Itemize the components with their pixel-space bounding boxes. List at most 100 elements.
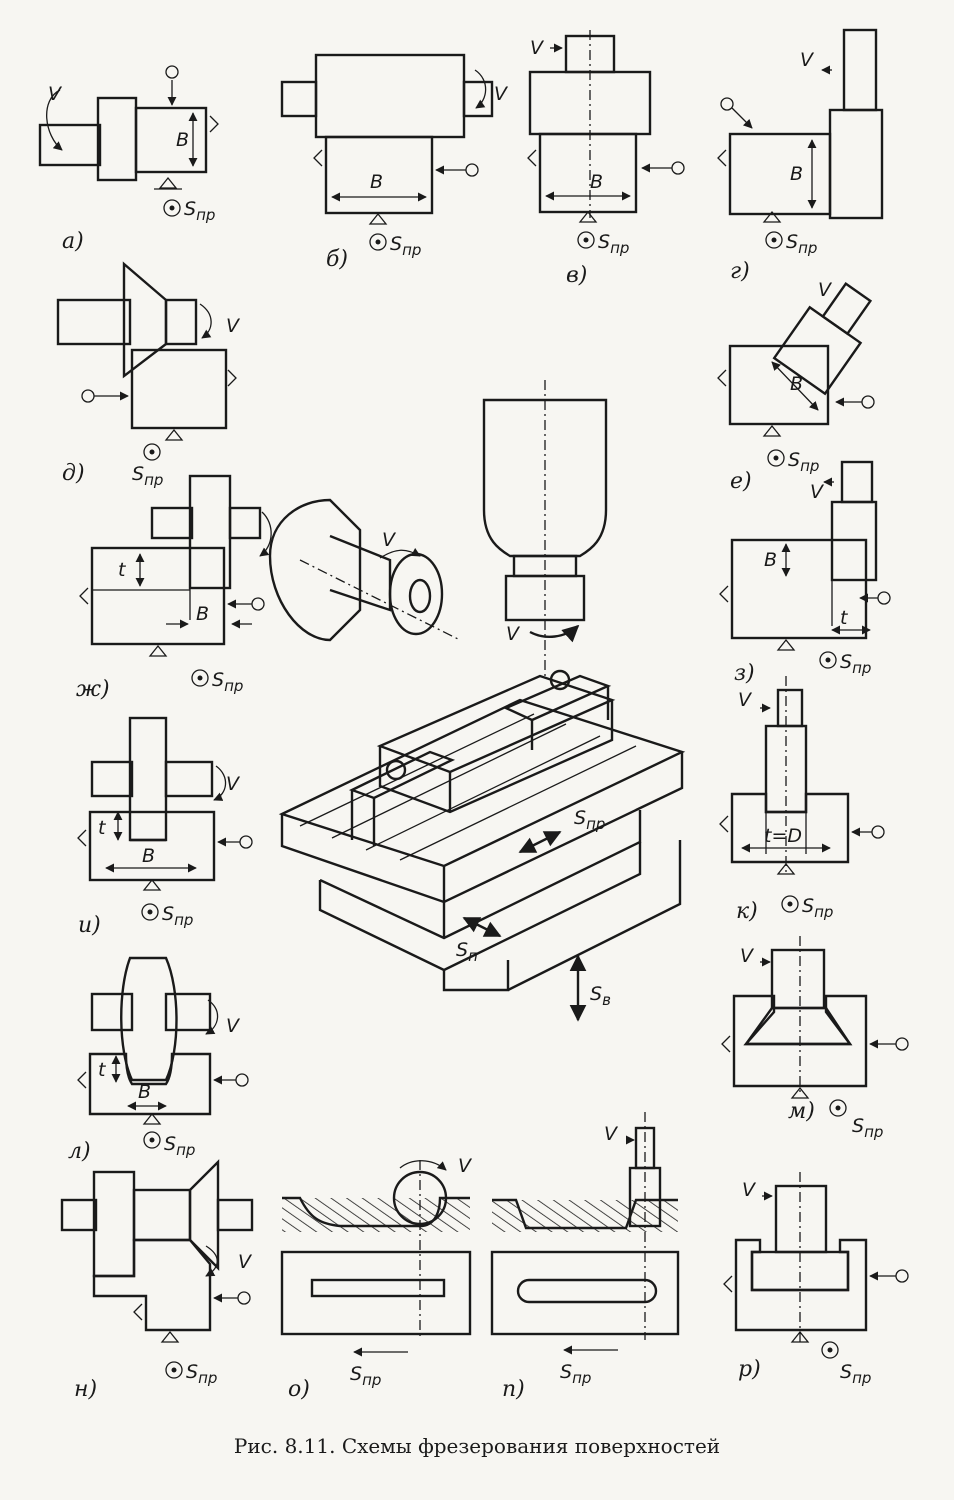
svg-text:t: t xyxy=(98,817,107,839)
panel-b: V B Sпр б) xyxy=(280,53,509,272)
panel-e-workpiece xyxy=(728,344,830,426)
panel-a-width-label: B xyxy=(176,129,189,151)
panel-p-workpiece-plan xyxy=(490,1250,680,1336)
svg-text:V: V xyxy=(458,1155,473,1177)
svg-text:Sпр: Sпр xyxy=(212,669,243,695)
svg-text:Sпр: Sпр xyxy=(788,449,819,475)
svg-text:t: t xyxy=(98,1059,107,1081)
machine-table xyxy=(278,698,686,868)
saddle xyxy=(319,810,642,940)
panel-k: V t=D Sпр к) xyxy=(719,676,885,924)
panel-a-feed-label: Sпр xyxy=(184,198,215,224)
svg-text:V: V xyxy=(238,1251,253,1273)
panel-i: V t B Sпр и) xyxy=(77,716,253,938)
panel-n: V Sпр н) xyxy=(60,1159,254,1402)
svg-text:V: V xyxy=(818,279,833,301)
svg-text:B: B xyxy=(764,549,777,571)
panel-n-cutter-set xyxy=(132,1188,192,1242)
svg-text:Sпр: Sпр xyxy=(598,231,629,257)
svg-text:V: V xyxy=(740,945,755,967)
svg-text:V: V xyxy=(382,529,397,551)
svg-text:Sпр: Sпр xyxy=(840,651,871,677)
svg-text:V: V xyxy=(742,1179,757,1201)
panel-o-workpiece-plan xyxy=(280,1250,472,1336)
panel-r-workpiece xyxy=(734,1238,868,1332)
panel-z-label: з) xyxy=(734,661,755,686)
panel-b-label: б) xyxy=(326,247,348,272)
svg-text:t: t xyxy=(840,607,849,629)
shell-end-mill xyxy=(504,574,586,622)
svg-text:Sпр: Sпр xyxy=(162,903,193,929)
svg-text:t: t xyxy=(118,559,127,581)
panel-r: V Sпр р) xyxy=(723,1172,909,1387)
svg-text:V: V xyxy=(226,1015,241,1037)
svg-text:B: B xyxy=(790,163,803,185)
svg-text:V: V xyxy=(604,1123,619,1145)
panel-e-label: е) xyxy=(730,469,752,494)
svg-text:Sпр: Sпр xyxy=(852,1115,883,1141)
panel-zh-label: ж) xyxy=(76,677,110,702)
panel-a-arbor xyxy=(38,123,102,167)
panel-i-label: и) xyxy=(78,913,101,938)
panel-o: V Sпр о) xyxy=(280,1155,473,1402)
panel-l-label: л) xyxy=(68,1139,91,1164)
panel-d-workpiece xyxy=(130,348,228,430)
svg-text:B: B xyxy=(790,373,803,395)
panel-v-workpiece xyxy=(538,132,638,214)
svg-text:V: V xyxy=(226,773,241,795)
svg-text:V: V xyxy=(226,315,241,337)
svg-text:B: B xyxy=(370,171,383,193)
svg-text:B: B xyxy=(590,171,603,193)
panel-zh: t B Sпр ж) xyxy=(76,474,272,702)
svg-text:V: V xyxy=(800,49,815,71)
svg-text:Sпр: Sпр xyxy=(164,1133,195,1159)
panel-n-workpiece xyxy=(92,1238,212,1332)
panel-k-label: к) xyxy=(736,899,758,924)
svg-text:V: V xyxy=(530,37,545,59)
panel-zh-workpiece xyxy=(90,546,226,646)
panel-a-workpiece xyxy=(134,106,208,174)
panel-a-cutter xyxy=(96,96,138,182)
panel-a-velocity-label: V xyxy=(48,83,63,105)
panel-g-cutter xyxy=(828,108,884,220)
svg-text:V: V xyxy=(738,689,753,711)
panel-m-workpiece xyxy=(732,994,868,1088)
svg-text:Sпр: Sпр xyxy=(350,1363,381,1389)
svg-text:B: B xyxy=(138,1081,151,1103)
panel-e-cutter xyxy=(772,305,863,396)
panel-d: V Sпр д) xyxy=(56,261,241,489)
svg-text:V: V xyxy=(506,623,521,645)
machine-illustration: V V Sпр Sп xyxy=(268,380,686,1022)
figure-caption: Рис. 8.11. Схемы фрезерования поверхност… xyxy=(233,1434,721,1458)
panel-z-workpiece xyxy=(730,538,868,640)
svg-text:V: V xyxy=(810,481,825,503)
panel-k-workpiece xyxy=(730,792,850,864)
disc-cutter xyxy=(388,552,444,636)
panel-l-form-cutter xyxy=(120,956,178,1082)
svg-text:Sпр: Sпр xyxy=(840,1361,871,1387)
knee xyxy=(442,960,510,992)
panel-l-workpiece xyxy=(88,1052,212,1116)
panel-p-keyway xyxy=(516,1278,658,1304)
svg-text:B: B xyxy=(142,845,155,867)
panel-m-label: м) xyxy=(788,1099,815,1124)
svg-text:Sпр: Sпр xyxy=(802,895,833,921)
panel-a: V B Sпр а) xyxy=(38,65,219,254)
panel-l: V t B Sпр л) xyxy=(68,956,249,1164)
panel-e: V B Sпр е) xyxy=(717,279,875,494)
panel-m: V Sпр м) xyxy=(721,936,909,1141)
horizontal-spindle xyxy=(268,498,362,642)
svg-text:Sпр: Sпр xyxy=(560,1361,591,1387)
svg-text:Sпр: Sпр xyxy=(132,463,163,489)
svg-text:Sпр: Sпр xyxy=(786,231,817,257)
panel-v-label: в) xyxy=(566,263,587,288)
svg-text:V: V xyxy=(494,83,509,105)
svg-text:Sпр: Sпр xyxy=(390,233,421,259)
panel-o-slot xyxy=(310,1278,446,1298)
panel-n-label: н) xyxy=(74,1377,97,1402)
svg-text:Sв: Sв xyxy=(590,983,611,1009)
panel-o-label: о) xyxy=(288,1377,310,1402)
panel-p: V Sпр п) xyxy=(490,1112,680,1402)
